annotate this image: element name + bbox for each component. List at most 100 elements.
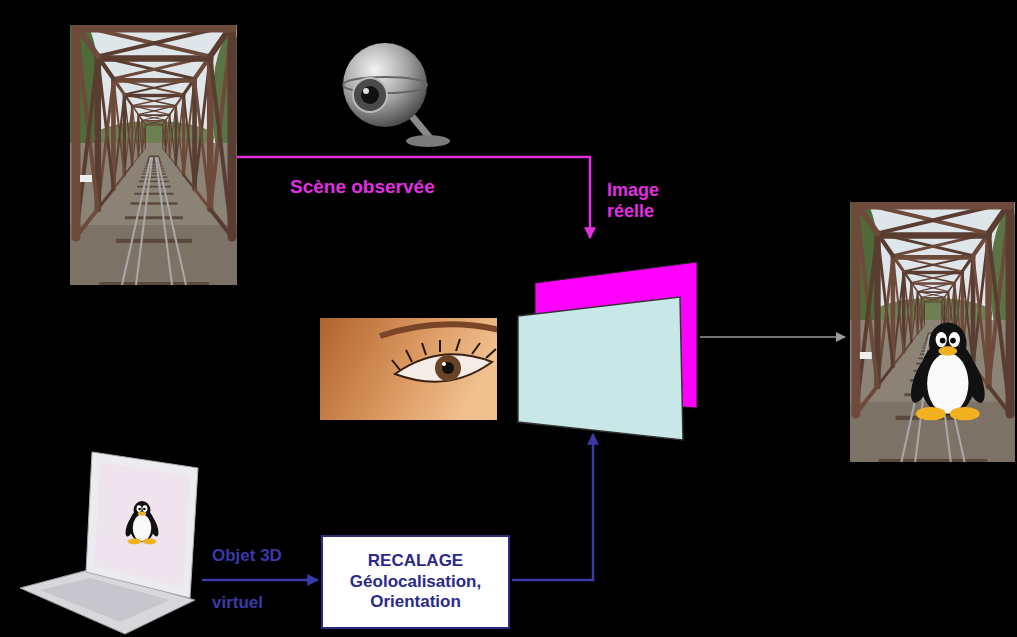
tux-penguin [920,340,976,416]
registration-arrow [512,434,593,580]
process-box: RECALAGEGéolocalisation, Orientation [321,535,510,629]
tux-penguin [940,338,946,344]
eye-photo [320,318,497,420]
tux-penguin [137,505,142,512]
tux-penguin [950,407,980,420]
object-label: Objet 3D [212,546,282,566]
eye-photo [442,362,446,366]
eye-photo [486,349,496,358]
bridge-photo [136,157,152,285]
label-anchor: Image réelle [607,180,677,221]
webcam-icon [353,78,387,112]
bridge-photo [72,25,81,237]
webcam-icon [343,43,450,147]
bridge-photo [228,25,237,237]
real-image-arrow [237,157,590,238]
eye-photo [472,343,480,354]
bridge-photo [144,168,164,169]
tux-penguin [916,407,946,420]
laptop-icon [94,462,190,588]
augmented-photo [893,255,973,260]
tux-penguin [142,505,147,512]
tux-penguin [128,538,141,544]
box-heading: RECALAGE [368,551,463,571]
augmented-photo [1006,202,1015,414]
augmented-photo [918,291,949,293]
tux-penguin [133,514,151,541]
label-anchor: virtuel [212,593,263,613]
bridge-photo [149,156,160,157]
bridge-photo [70,25,237,285]
augmented-photo [911,282,954,285]
output-arrow [700,336,845,338]
webcam-icon [363,88,369,94]
object-label: virtuel [212,593,263,613]
flow-arrows [202,157,845,580]
tux-penguin [129,509,154,543]
laptop-icon [20,452,198,634]
bridge-photo [80,175,92,182]
webcam-icon [343,43,427,127]
bridge-photo [142,120,165,121]
augmented-photo [879,459,988,462]
bridge-photo [132,105,176,108]
image-label: Image réelle [607,180,677,221]
bridge-photo [142,173,166,174]
bridge-photo [141,176,168,177]
bridge-photo [157,157,186,285]
bridge-photo [52,15,252,285]
tux-penguin [143,508,146,511]
augmented-photo [832,192,1017,462]
eye-photo [435,355,461,381]
bridge-photo [70,25,237,285]
tux-penguin [936,332,947,347]
bridge-photo [99,282,209,285]
tux-penguin [906,323,989,421]
bridge-photo [145,125,162,126]
label-anchor: Objet 3D [212,546,282,566]
augmented-photo [850,202,1015,462]
tux-penguin [138,508,141,511]
eye-photo [439,340,441,352]
bridge-photo [131,202,178,205]
bridge-photo [139,181,169,183]
eye-photo [380,324,497,336]
bridge-photo [137,186,171,188]
bridge-photo [113,78,194,83]
augmented-photo [856,202,1010,210]
eye-photo [406,350,412,362]
bridge-photo [138,114,169,116]
eye-photo [442,362,454,374]
label-anchor: Scène observée [290,176,435,198]
eye-photo [392,360,400,370]
tux-penguin [927,353,968,414]
bridge-photo [156,157,172,285]
bridge-photo [143,171,165,172]
eye-photo [422,343,426,355]
bridge-photo [134,193,173,195]
augmented-photo [851,202,860,414]
augmented-photo [860,352,872,359]
eye-photo [320,318,497,420]
bridge-photo [76,25,232,33]
webcam-icon [361,86,379,104]
tux-penguin [938,346,957,356]
box-text: Géolocalisation, Orientation [331,572,500,613]
image-planes [518,262,697,440]
bridge-photo [98,55,210,61]
bridge-photo [124,94,183,97]
bridge-photo [122,157,151,285]
augmented-photo [878,232,989,238]
tux-penguin [949,332,960,347]
augmented-photo [904,271,963,274]
object-arrow [202,579,318,582]
eye-photo [456,339,460,351]
bridge-photo [70,225,237,285]
bridge-photo [116,239,192,243]
tux-penguin [138,512,146,516]
tux-penguin [950,338,956,344]
bridge-photo [149,156,159,157]
augmented-photo [850,402,1015,462]
bridge-photo [125,216,183,219]
